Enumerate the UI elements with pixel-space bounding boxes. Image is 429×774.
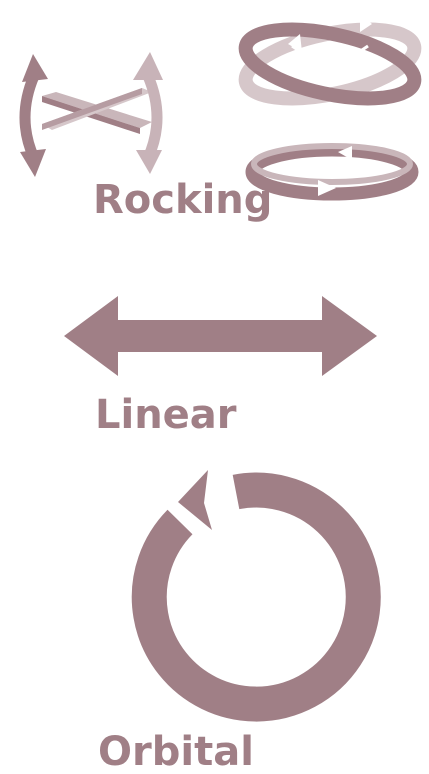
double-arrow-icon — [64, 296, 377, 376]
rocking-right-arrow-icon — [133, 52, 163, 174]
rocking-motion-icon — [20, 14, 420, 196]
rocking-interlocked-rings-icon — [240, 14, 421, 111]
orbital-label: Orbital — [98, 729, 254, 774]
circular-arrow-icon — [149, 466, 363, 704]
rocking-label: Rocking — [93, 177, 272, 223]
rocking-platforms-icon — [42, 88, 152, 134]
rocking-left-arrow-icon — [20, 54, 48, 177]
rocking-flat-ring-icon — [252, 146, 412, 196]
linear-label: Linear — [95, 392, 237, 438]
